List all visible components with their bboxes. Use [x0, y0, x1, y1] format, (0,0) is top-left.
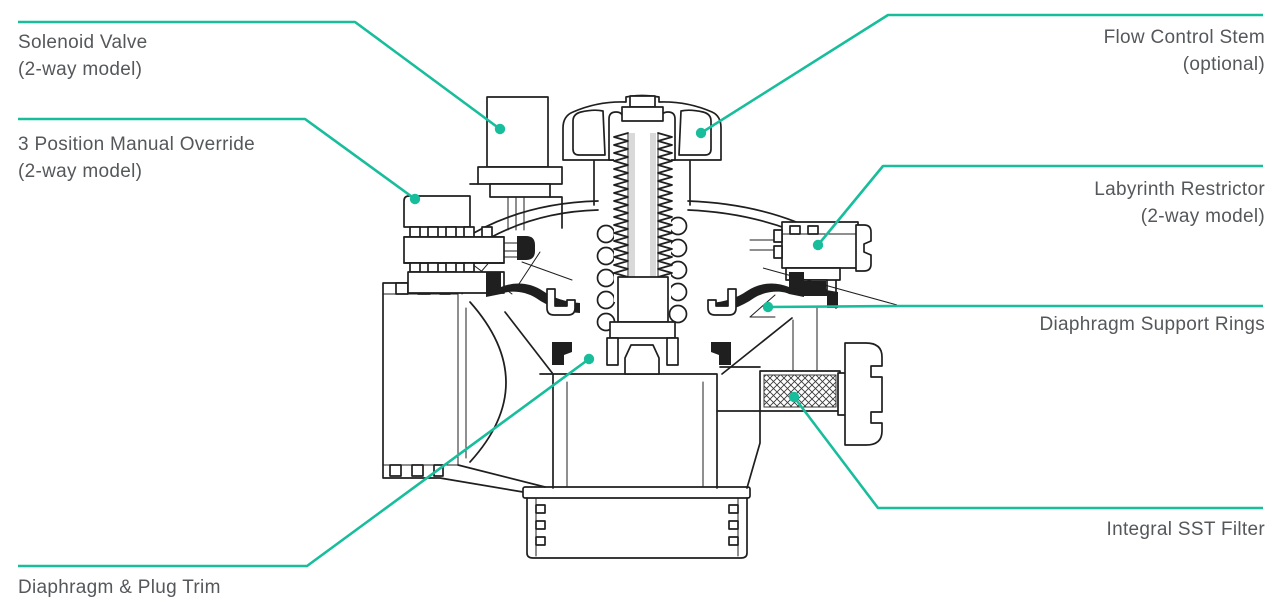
- callout-dot-labyrinth-restrictor: [812, 239, 824, 251]
- callout-line2: (optional): [1182, 54, 1265, 75]
- callout-manual-override: 3 Position Manual Override (2-way model): [18, 131, 255, 185]
- callout-line1: Diaphragm & Plug Trim: [18, 577, 221, 598]
- callout-dot-flow-control-stem: [695, 127, 707, 139]
- leader-integral-sst-filter: [792, 396, 1263, 510]
- bottom-port-drawing: [522, 486, 751, 559]
- flow-control-stem-drawing: [606, 95, 679, 375]
- manual-override-drawing: [403, 195, 535, 294]
- callout-flow-control-stem: Flow Control Stem (optional): [1104, 24, 1265, 78]
- callout-integral-sst-filter: Integral SST Filter: [1107, 516, 1265, 543]
- solenoid-drawing: [469, 96, 563, 231]
- callout-dot-diaphragm-plug-trim: [583, 353, 595, 365]
- callout-line2: (2-way model): [18, 59, 143, 80]
- callout-dot-integral-sst-filter: [788, 391, 800, 403]
- callout-diaphragm-support-rings: Diaphragm Support Rings: [1039, 311, 1265, 338]
- leader-labyrinth-restrictor: [816, 164, 1263, 246]
- callout-line1: Integral SST Filter: [1106, 519, 1265, 540]
- callout-line1: Flow Control Stem: [1103, 27, 1265, 48]
- diaphragm-drawing: [486, 272, 838, 365]
- leader-manual-override: [18, 117, 416, 201]
- labyrinth-restrictor-drawing: [749, 221, 872, 291]
- callout-line1: Solenoid Valve: [18, 32, 148, 53]
- callout-dot-solenoid-valve: [494, 123, 506, 135]
- leader-solenoid-valve: [18, 20, 501, 131]
- inlet-port-drawing: [382, 282, 524, 493]
- callout-line1: Diaphragm Support Rings: [1039, 314, 1265, 335]
- callout-line1: Labyrinth Restrictor: [1094, 179, 1265, 200]
- leader-flow-control-stem: [700, 13, 1263, 135]
- callout-line2: (2-way model): [18, 161, 143, 182]
- callout-line2: (2-way model): [1140, 206, 1265, 227]
- callout-solenoid-valve: Solenoid Valve (2-way model): [18, 29, 148, 83]
- callout-labyrinth-restrictor: Labyrinth Restrictor (2-way model): [1094, 176, 1265, 230]
- callout-dot-manual-override: [409, 193, 421, 205]
- leader-diaphragm-support-rings: [767, 304, 1263, 309]
- callout-line1: 3 Position Manual Override: [18, 134, 255, 155]
- callout-diaphragm-plug-trim: Diaphragm & Plug Trim: [18, 574, 221, 601]
- callout-dot-diaphragm-support-rings: [762, 301, 774, 313]
- leader-lines: [18, 13, 1263, 568]
- support-rings-pointer-line: [762, 267, 898, 306]
- leader-diaphragm-plug-trim: [18, 357, 590, 568]
- filter-drawing: [759, 342, 883, 446]
- valve-line-art: [382, 94, 898, 559]
